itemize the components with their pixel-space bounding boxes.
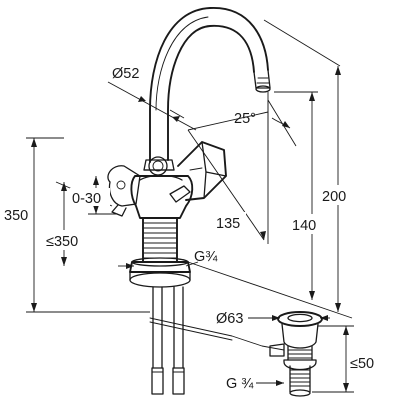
gooseneck-spout [149, 7, 271, 163]
dim-outlet-height-label: 140 [292, 218, 316, 234]
dim-waste-diameter-label: Ø63 [216, 311, 243, 327]
dim-max-mount-height-label: ≤350 [46, 234, 78, 250]
dim-waste-thread-label: G ¾ [226, 376, 254, 392]
faucet [107, 7, 285, 395]
dim-swivel-angle-label: 25° [234, 111, 256, 127]
dim-shank-thread-label: G¾ [194, 249, 218, 265]
spout-collar [143, 159, 175, 171]
mixer-body [107, 141, 227, 219]
popup-rod [149, 317, 285, 351]
dimension-labels: 350 ≤350 0-30 Ø52 25° 135 140 200 G¾ Ø63… [2, 66, 384, 392]
dimension-lines [26, 19, 354, 393]
dim-spout-reach-label: 135 [216, 216, 240, 232]
threaded-shank [129, 217, 191, 288]
supply-hoses [151, 286, 185, 395]
dim-overall-height-label: 200 [322, 189, 346, 205]
pop-up-waste [269, 311, 323, 397]
dim-clamp-range-label: 0-30 [72, 191, 101, 207]
dim-outer-height-label: 350 [4, 208, 28, 224]
dim-waste-height-label: ≤50 [350, 356, 374, 372]
dim-spout-diameter-label: Ø52 [112, 66, 139, 82]
